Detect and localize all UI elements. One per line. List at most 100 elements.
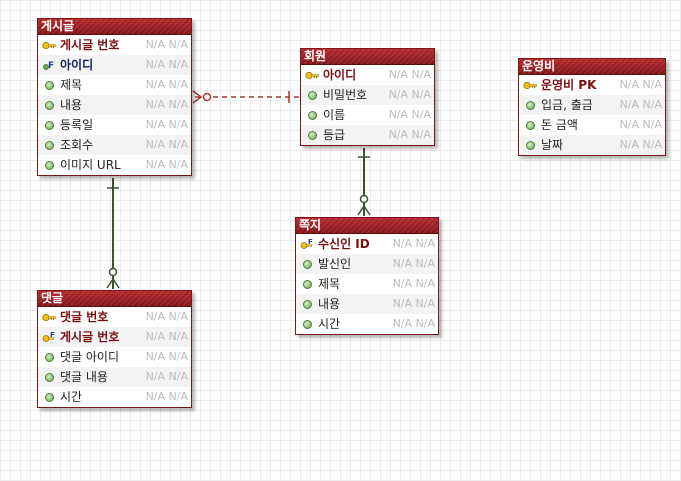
pk-key-icon <box>38 41 60 50</box>
attribute-dot-icon <box>38 160 60 170</box>
attribute-dot-icon <box>301 110 323 120</box>
attribute-name: 제목 <box>60 78 83 92</box>
attribute-list: 게시글 번호 N/A N/A F 아이디 N/A N/A 제목 N/A N/A 내용 N/A N… <box>38 35 191 175</box>
attribute-dot-icon <box>38 372 60 382</box>
attribute-name: 조회수 <box>60 138 94 152</box>
attribute-row[interactable]: 날짜 N/A N/A <box>519 135 665 155</box>
attribute-type: N/A N/A <box>145 38 188 51</box>
fk-icon: F <box>38 60 60 71</box>
attribute-row[interactable]: 이름 N/A N/A <box>301 105 434 125</box>
attribute-name: 돈 금액 <box>541 118 578 132</box>
attribute-row[interactable]: 댓글 아이디 N/A N/A <box>38 347 191 367</box>
attribute-type: N/A N/A <box>619 98 662 111</box>
attribute-type: N/A N/A <box>145 138 188 151</box>
attribute-name: 입금, 출금 <box>541 98 593 112</box>
attribute-type: N/A N/A <box>145 350 188 363</box>
attribute-row[interactable]: 돈 금액 N/A N/A <box>519 115 665 135</box>
attribute-name: 비밀번호 <box>323 88 368 102</box>
attribute-type: N/A N/A <box>145 118 188 131</box>
attribute-dot-icon <box>519 140 541 150</box>
zero-marker <box>202 92 212 102</box>
attribute-type: N/A N/A <box>145 78 188 91</box>
attribute-row[interactable]: 댓글 내용 N/A N/A <box>38 367 191 387</box>
attribute-name: 댓글 아이디 <box>60 350 120 364</box>
pk-fk-key-icon: F <box>296 239 318 250</box>
attribute-row[interactable]: 등록일 N/A N/A <box>38 115 191 135</box>
attribute-row[interactable]: 게시글 번호 N/A N/A <box>38 35 191 55</box>
attribute-dot-icon <box>296 319 318 329</box>
attribute-name: 내용 <box>60 98 83 112</box>
attribute-name: 등록일 <box>60 118 94 132</box>
attribute-name: 아이디 <box>60 58 94 72</box>
attribute-row[interactable]: 발신인 N/A N/A <box>296 254 438 274</box>
entity-title[interactable]: 운영비 <box>519 59 665 75</box>
attribute-row[interactable]: 조회수 N/A N/A <box>38 135 191 155</box>
attribute-dot-icon <box>519 120 541 130</box>
attribute-name: 날짜 <box>541 138 564 152</box>
svg-text:F: F <box>308 239 313 246</box>
entity-title[interactable]: 게시글 <box>38 19 191 35</box>
attribute-row[interactable]: 비밀번호 N/A N/A <box>301 85 434 105</box>
attribute-type: N/A N/A <box>392 257 435 270</box>
attribute-dot-icon <box>296 299 318 309</box>
attribute-type: N/A N/A <box>388 128 431 141</box>
attribute-type: N/A N/A <box>619 118 662 131</box>
entity-title[interactable]: 회원 <box>301 49 434 65</box>
pk-key-icon <box>301 71 323 80</box>
attribute-name: 댓글 내용 <box>60 370 108 384</box>
entity-title[interactable]: 쪽지 <box>296 218 438 234</box>
entity-title[interactable]: 댓글 <box>38 291 191 307</box>
attribute-row[interactable]: 입금, 출금 N/A N/A <box>519 95 665 115</box>
attribute-dot-icon <box>296 259 318 269</box>
pk-key-icon <box>38 313 60 322</box>
many-marker <box>357 204 371 216</box>
attribute-row[interactable]: 제목 N/A N/A <box>38 75 191 95</box>
zero-marker <box>108 267 118 277</box>
entity-table[interactable]: 게시글 게시글 번호 N/A N/A F 아이디 N/A N/A 제목 N/A N/A 내용 N… <box>37 18 192 176</box>
attribute-type: N/A N/A <box>145 370 188 383</box>
attribute-type: N/A N/A <box>145 330 188 343</box>
attribute-name: 발신인 <box>318 257 352 271</box>
attribute-name: 제목 <box>318 277 341 291</box>
attribute-dot-icon <box>296 279 318 289</box>
attribute-type: N/A N/A <box>388 108 431 121</box>
attribute-dot-icon <box>38 120 60 130</box>
attribute-type: N/A N/A <box>145 98 188 111</box>
pk-fk-key-icon: F <box>38 332 60 343</box>
zero-marker <box>359 194 369 204</box>
attribute-row[interactable]: 내용 N/A N/A <box>38 95 191 115</box>
attribute-type: N/A N/A <box>388 88 431 101</box>
attribute-name: 이름 <box>323 108 346 122</box>
attribute-dot-icon <box>301 130 323 140</box>
many-marker <box>192 90 203 104</box>
attribute-name: 수신인 ID <box>318 237 370 251</box>
attribute-dot-icon <box>519 100 541 110</box>
attribute-type: N/A N/A <box>388 68 431 81</box>
many-marker <box>106 277 120 289</box>
svg-text:F: F <box>48 61 54 71</box>
attribute-type: N/A N/A <box>619 138 662 151</box>
attribute-name: 게시글 번호 <box>60 38 120 52</box>
attribute-type: N/A N/A <box>145 310 188 323</box>
attribute-dot-icon <box>38 80 60 90</box>
